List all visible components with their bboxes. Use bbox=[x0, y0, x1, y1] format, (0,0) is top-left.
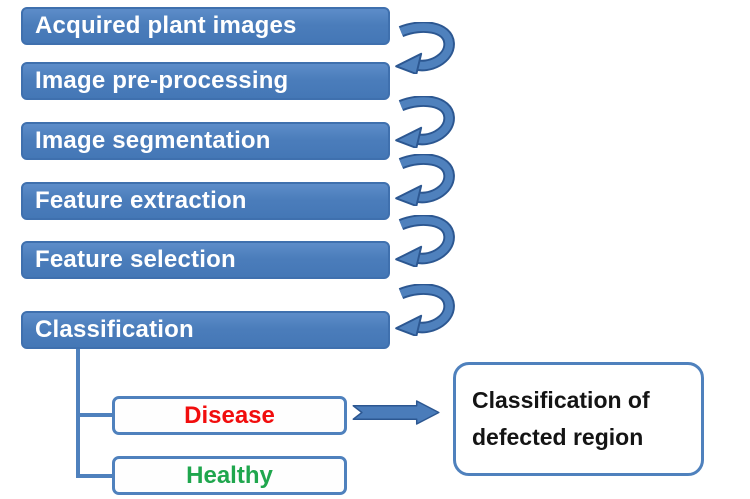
loop-arrow-icon bbox=[394, 154, 458, 206]
branch-line-to-healthy bbox=[76, 474, 116, 478]
loop-arrow-icon bbox=[394, 215, 458, 267]
step-label: Image pre-processing bbox=[35, 67, 289, 94]
healthy-label: Healthy bbox=[186, 461, 273, 489]
step-label: Image segmentation bbox=[35, 127, 271, 154]
step-label: Classification bbox=[35, 316, 194, 343]
step-image-segmentation: Image segmentation bbox=[21, 122, 390, 160]
healthy-outcome-box: Healthy bbox=[112, 456, 347, 495]
loop-arrow-icon bbox=[394, 284, 458, 336]
step-label: Feature selection bbox=[35, 246, 236, 273]
disease-outcome-box: Disease bbox=[112, 396, 347, 435]
result-box: Classification of defected region bbox=[453, 362, 704, 476]
step-acquired-plant-images: Acquired plant images bbox=[21, 7, 390, 45]
result-line-2: defected region bbox=[472, 424, 644, 450]
right-arrow-icon bbox=[352, 400, 440, 425]
disease-label: Disease bbox=[184, 401, 275, 429]
step-image-pre-processing: Image pre-processing bbox=[21, 62, 390, 100]
loop-arrow-icon bbox=[394, 96, 458, 148]
step-feature-selection: Feature selection bbox=[21, 241, 390, 279]
loop-arrow-icon bbox=[394, 22, 458, 74]
branch-line-to-disease bbox=[76, 413, 116, 417]
step-label: Acquired plant images bbox=[35, 12, 297, 39]
step-feature-extraction: Feature extraction bbox=[21, 182, 390, 220]
step-label: Feature extraction bbox=[35, 187, 247, 214]
result-line-1: Classification of bbox=[472, 387, 650, 414]
step-classification: Classification bbox=[21, 311, 390, 349]
